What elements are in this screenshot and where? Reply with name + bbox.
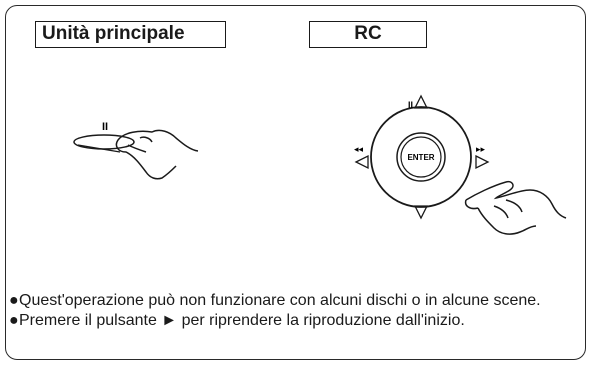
pause-mark: II [102,121,108,133]
pause-button [73,134,135,150]
remote-dpad-illustration: ENTER II ◂◂ ▸▸ [354,94,567,235]
main-unit-pause-illustration: II [73,121,199,180]
bullet-icon: ● [9,312,19,329]
note-text: Quest'operazione può non funzionare con … [19,292,541,309]
notes-list: ● Quest'operazione può non funzionare co… [9,291,584,331]
finger-hand-icon [115,129,199,180]
forward-mark: ▸▸ [476,144,486,154]
dpad-outer-ring [370,106,472,208]
note-item: ● Quest'operazione può non funzionare co… [9,291,584,311]
instruction-panel [5,5,586,360]
note-item: ● Premere il pulsante ► per riprendere l… [9,311,584,331]
enter-label: ENTER [407,153,434,162]
bullet-icon: ● [9,292,19,309]
note-text: Premere il pulsante ► per riprendere la … [19,312,465,329]
right-arrow-icon [475,154,490,170]
main-unit-label: Unità principale [35,21,226,48]
enter-button-outer [396,132,446,182]
rc-label: RC [309,21,427,48]
up-arrow-icon [413,94,429,109]
rewind-mark: ◂◂ [354,144,364,154]
left-arrow-icon [354,154,369,170]
pointing-hand-icon [464,180,567,235]
up-pause-mark: II [408,100,413,110]
down-arrow-icon [413,205,429,220]
